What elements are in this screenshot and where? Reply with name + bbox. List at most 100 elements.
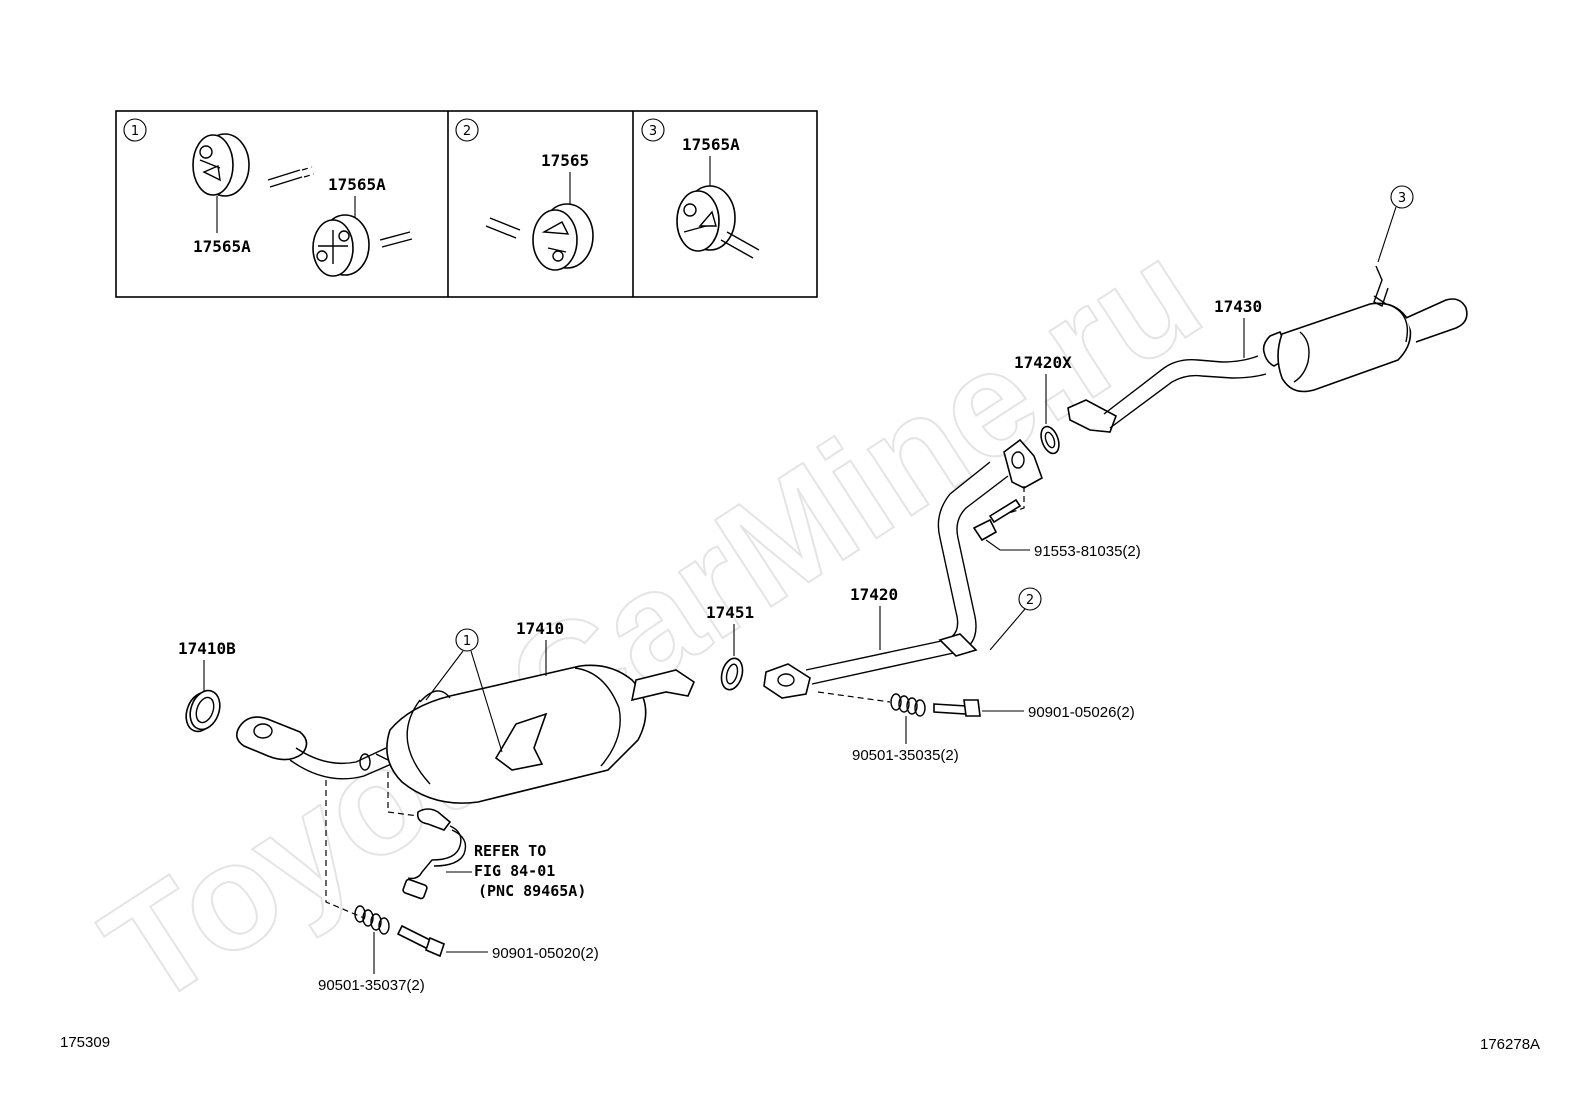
- converter-seam: [406, 699, 431, 785]
- spring-icon: [354, 905, 390, 935]
- spring-icon: [890, 693, 926, 717]
- gasket-hole: [1044, 431, 1056, 449]
- refer-line-2: FIG 84-01: [474, 862, 555, 880]
- label-17420X: 17420X: [1014, 353, 1072, 372]
- label-17410B: 17410B: [178, 639, 236, 658]
- panel-3-circle: [641, 118, 665, 142]
- label-90501-35037: 90501-35037(2): [318, 977, 425, 994]
- refer-line-3: (PNC 89465A): [478, 882, 586, 900]
- center-hanger-bracket: [938, 633, 978, 657]
- tail-hanger-rod: [1373, 295, 1387, 305]
- hanger-inset: 1 17565A 17565A: [115, 110, 818, 298]
- dash: [999, 486, 1025, 517]
- bolt-icon: [972, 498, 1022, 542]
- label-90901-05026: 90901-05026(2): [1028, 704, 1135, 721]
- rear-fasteners: 91553-81035(2): [972, 486, 1141, 560]
- leader: [470, 650, 503, 753]
- hanger-bracket: [494, 712, 548, 771]
- watermark: ToyotaCarMine.ru: [76, 208, 1228, 1037]
- sensor-port: [375, 753, 389, 761]
- dash: [325, 780, 365, 919]
- label-17565: 17565: [541, 151, 589, 170]
- gasket-17410B: 17410B: [178, 639, 236, 733]
- label-17565A-c: 17565A: [682, 135, 740, 154]
- sensor-wire: [433, 829, 467, 867]
- callout-2: [1018, 587, 1042, 611]
- label-17565A-a: 17565A: [193, 237, 251, 256]
- bolt-icon: [396, 924, 445, 958]
- panel-3-number: 3: [649, 124, 657, 139]
- leader: [425, 650, 464, 701]
- pin-dash: [301, 166, 315, 178]
- mid-fasteners: 90501-35035(2) 90901-05026(2): [817, 691, 1135, 764]
- sensor-connector: [402, 878, 428, 900]
- panel-2-number: 2: [463, 124, 471, 139]
- footer-right-code: 176278A: [1480, 1036, 1540, 1053]
- center-front-flange: [763, 663, 811, 699]
- panel-1-number: 1: [131, 124, 139, 139]
- hanger-rubber-icon: [312, 214, 370, 277]
- callout-2-number: 2: [1026, 593, 1034, 608]
- panel-2-circle: [455, 118, 479, 142]
- callout-1-number: 1: [463, 634, 471, 649]
- hanger-pin-icon: [267, 169, 303, 188]
- hanger-pin-icon: [379, 231, 413, 248]
- hanger-rubber-icon: [532, 203, 594, 271]
- muffler-seam: [1293, 331, 1310, 383]
- tail-front-flange: [1067, 399, 1117, 433]
- label-90501-35035: 90501-35035(2): [852, 747, 959, 764]
- panel-1-circle: [123, 118, 147, 142]
- inset-panel-1: 1 17565A 17565A: [123, 118, 413, 277]
- bolt-icon: [933, 699, 981, 717]
- rear-outlet-flange: [630, 669, 695, 702]
- label-17420: 17420: [850, 585, 898, 604]
- flange-hole: [253, 723, 273, 739]
- oxygen-sensor: REFER TO FIG 84-01 (PNC 89465A): [375, 753, 586, 900]
- label-17451: 17451: [706, 603, 754, 622]
- callout-1: [455, 628, 479, 652]
- refer-line-1: REFER TO: [474, 842, 546, 860]
- hanger-pin-icon: [720, 231, 760, 259]
- front-pipe-converter-17410: 17410 1: [236, 619, 695, 804]
- label-17565A-b: 17565A: [328, 175, 386, 194]
- tail-pipe-muffler-17430: 17430 3: [1067, 185, 1468, 433]
- callout-3: [1390, 185, 1414, 209]
- sensor-boss: [359, 753, 371, 771]
- callout-3-number: 3: [1398, 191, 1406, 206]
- pipe-edge: [1103, 355, 1259, 415]
- dash: [387, 811, 419, 817]
- front-fasteners: 90501-35037(2) 90901-05020(2): [318, 780, 599, 994]
- inset-frame: [115, 110, 818, 298]
- front-flange: [236, 716, 308, 761]
- leader: [985, 539, 1030, 551]
- hanger-pin-icon: [485, 217, 521, 239]
- leader: [1377, 206, 1397, 263]
- gasket-hole: [725, 663, 739, 685]
- label-90901-05020: 90901-05020(2): [492, 945, 599, 962]
- dash: [817, 691, 891, 703]
- gasket-17451: 17451: [706, 603, 754, 691]
- inset-panel-2: 2 17565: [455, 118, 594, 271]
- label-91553-81035: 91553-81035(2): [1034, 543, 1141, 560]
- tail-hanger-rod: [1373, 265, 1389, 307]
- muffler-seam: [1391, 305, 1409, 343]
- gasket-hole: [195, 696, 215, 724]
- inset-panel-3: 3 17565A: [641, 118, 760, 259]
- pipe-edge: [295, 747, 387, 765]
- leader: [989, 608, 1026, 651]
- hanger-rubber-icon: [676, 185, 736, 252]
- label-17410: 17410: [516, 619, 564, 638]
- pipe-edge: [1109, 373, 1267, 429]
- converter-seam: [574, 667, 621, 767]
- label-17430: 17430: [1214, 297, 1262, 316]
- center-pipe-17420: 17420 2: [763, 438, 1043, 699]
- gasket-17420X: 17420X: [1014, 353, 1072, 455]
- converter-seam: [419, 690, 451, 703]
- flange-hole: [1011, 451, 1025, 469]
- flange-hole: [777, 673, 795, 687]
- pipe-edge: [289, 759, 397, 780]
- tail-tip: [1405, 298, 1468, 343]
- hanger-rubber-icon: [192, 133, 250, 197]
